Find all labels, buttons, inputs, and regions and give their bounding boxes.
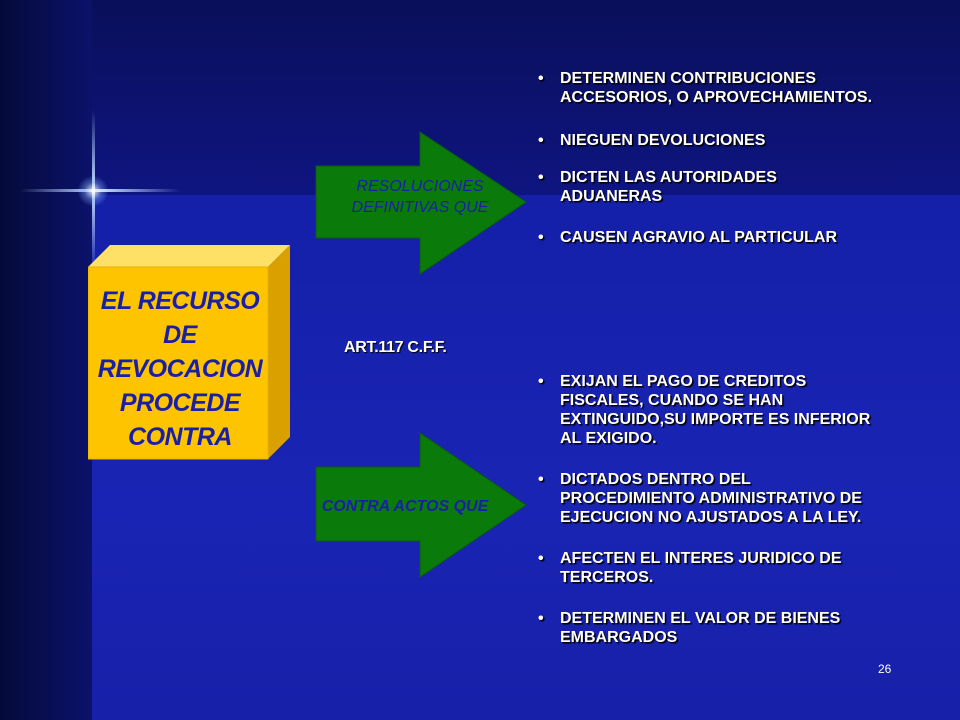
list-item-text: DETERMINEN EL VALOR DE BIENES EMBARGADOS	[560, 610, 841, 646]
bullet-icon: •	[538, 610, 544, 627]
box-side-face	[268, 245, 290, 459]
main-concept-line: PROCEDE	[119, 389, 241, 417]
page-number: 26	[878, 662, 892, 676]
list-item-text: AFECTEN EL INTERES JURIDICO DE TERCEROS.	[560, 550, 842, 586]
list-item-text: CAUSEN AGRAVIO AL PARTICULAR	[560, 229, 838, 246]
arrow-top	[315, 131, 527, 275]
arrow-top-label: RESOLUCIONES DEFINITIVAS QUE	[335, 176, 505, 218]
article-reference: ART.117 C.F.F.	[344, 339, 447, 356]
main-concept-line: CONTRA	[128, 423, 232, 451]
bullet-icon: •	[538, 169, 544, 186]
list-item-text: DICTEN LAS AUTORIDADES ADUANERAS	[560, 169, 777, 205]
arrow-bottom-label: CONTRA ACTOS QUE	[321, 498, 489, 515]
main-concept-line: DE	[163, 321, 197, 349]
main-concept-box	[88, 245, 293, 460]
bullet-icon: •	[538, 373, 544, 390]
list-item: • EXIJAN EL PAGO DE CREDITOS FISCALES, C…	[538, 372, 878, 448]
sparkle-glow	[78, 176, 108, 206]
main-concept-text: EL RECURSO DE REVOCACION PROCEDE CONTRA	[90, 284, 270, 454]
list-item: • DETERMINEN EL VALOR DE BIENES EMBARGAD…	[538, 609, 878, 647]
box-top-face	[88, 245, 290, 267]
main-concept-line: REVOCACION	[97, 355, 263, 383]
list-actos: • EXIJAN EL PAGO DE CREDITOS FISCALES, C…	[538, 372, 878, 647]
box-front-face	[88, 266, 269, 460]
list-item: • CAUSEN AGRAVIO AL PARTICULAR	[538, 228, 878, 247]
list-item-text: EXIJAN EL PAGO DE CREDITOS FISCALES, CUA…	[560, 373, 871, 447]
list-item: • DICTADOS DENTRO DEL PROCEDIMIENTO ADMI…	[538, 470, 878, 527]
bullet-icon: •	[538, 471, 544, 488]
arrow-top-label-line: RESOLUCIONES	[356, 178, 484, 195]
bullet-icon: •	[538, 229, 544, 246]
arrow-bottom	[315, 432, 527, 578]
list-item-text: NIEGUEN DEVOLUCIONES	[560, 132, 766, 149]
arrow-top-label-line: DEFINITIVAS QUE	[351, 199, 489, 216]
list-item: • AFECTEN EL INTERES JURIDICO DE TERCERO…	[538, 549, 878, 587]
list-item-text: DETERMINEN CONTRIBUCIONES ACCESORIOS, O …	[560, 70, 873, 106]
background-top-band	[92, 0, 960, 195]
list-item: • NIEGUEN DEVOLUCIONES	[538, 131, 878, 150]
main-concept-line: EL RECURSO	[100, 287, 260, 315]
list-item-text: DICTADOS DENTRO DEL PROCEDIMIENTO ADMINI…	[560, 471, 862, 526]
list-item: • DETERMINEN CONTRIBUCIONES ACCESORIOS, …	[538, 69, 878, 107]
list-resoluciones: • DETERMINEN CONTRIBUCIONES ACCESORIOS, …	[538, 69, 878, 247]
background-left-panel	[0, 0, 92, 720]
list-item: • DICTEN LAS AUTORIDADES ADUANERAS	[538, 168, 878, 206]
bullet-icon: •	[538, 132, 544, 149]
bullet-icon: •	[538, 550, 544, 567]
bullet-icon: •	[538, 70, 544, 87]
